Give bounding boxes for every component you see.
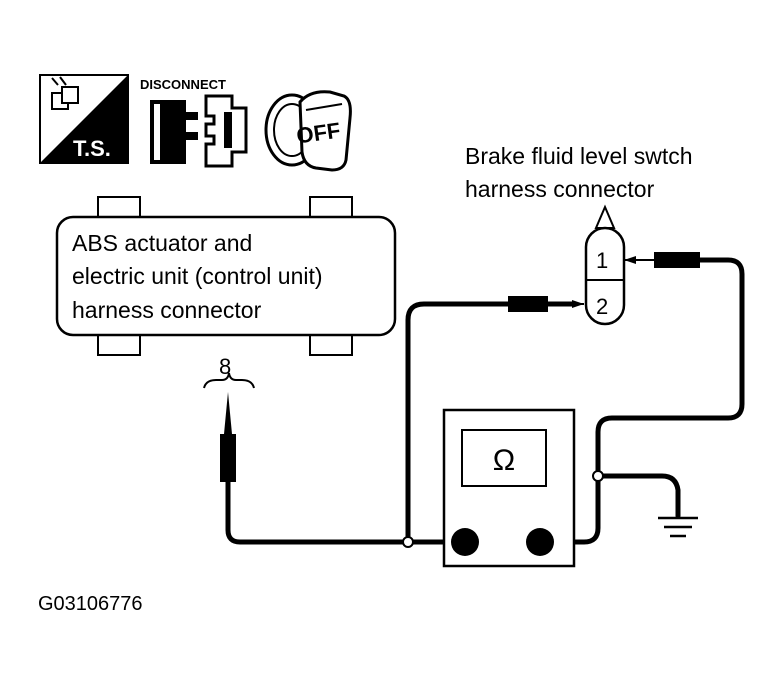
pin-2-label: 2 xyxy=(596,294,608,319)
junction-right xyxy=(592,470,604,482)
pin-1-label: 1 xyxy=(596,248,608,273)
probe-terminal-8 xyxy=(220,434,236,482)
brake-label-line1: Brake fluid level swtch xyxy=(465,143,693,169)
abs-terminal-8: 8 xyxy=(203,354,255,389)
probe-pin-1 xyxy=(654,252,700,268)
ignition-off-label: OFF xyxy=(295,118,342,149)
meter-terminal-left xyxy=(451,528,479,556)
wires xyxy=(225,257,745,545)
figure-id: G03106776 xyxy=(38,593,143,615)
ohm-symbol: Ω xyxy=(493,444,515,477)
wire-ground xyxy=(595,473,681,519)
abs-label-line2: electric unit (control unit) xyxy=(72,263,323,289)
probe-pin-2 xyxy=(508,296,548,312)
probes xyxy=(220,252,700,482)
disconnect-label: DISCONNECT xyxy=(140,77,226,92)
ignition-off-icon: OFF xyxy=(264,90,352,172)
wire-meter-to-pin1 xyxy=(537,257,745,545)
abs-label-line3: harness connector xyxy=(72,297,262,323)
ts-icon: T.S. xyxy=(39,74,129,164)
brake-label-line2: harness connector xyxy=(465,176,655,202)
abs-connector: ABS actuator and electric unit (control … xyxy=(55,196,397,356)
abs-label-line1: ABS actuator and xyxy=(72,230,252,256)
ts-label: T.S. xyxy=(73,136,111,161)
wire-meter-to-pin2-a xyxy=(405,301,511,545)
meter-terminal-right xyxy=(526,528,554,556)
brake-switch-connector: Brake fluid level swtch harness connecto… xyxy=(465,143,693,326)
terminal-8-label: 8 xyxy=(219,354,231,379)
wire-terminal8-to-meter xyxy=(225,477,468,545)
ground-icon xyxy=(658,516,698,538)
disconnect-icon: DISCONNECT xyxy=(140,77,248,168)
ohmmeter: Ω xyxy=(442,408,576,568)
junction-left xyxy=(402,536,414,548)
